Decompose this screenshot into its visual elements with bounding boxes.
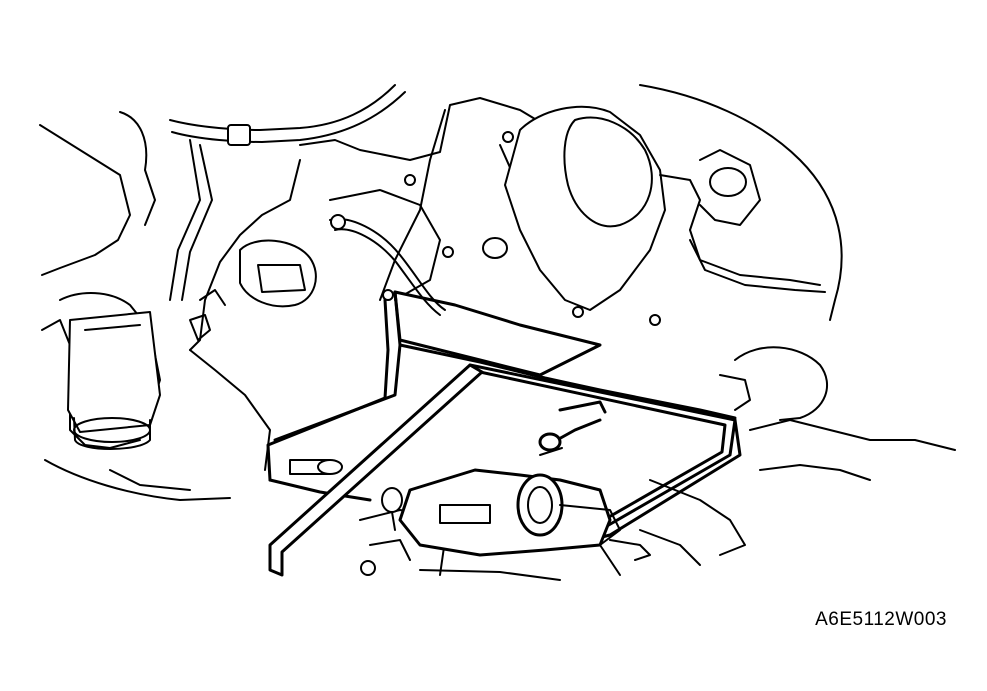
pin-bracket xyxy=(381,468,651,561)
figure-code: A6E5112W003 xyxy=(815,609,947,630)
extension-housing xyxy=(504,105,701,311)
left-mount-bushing xyxy=(67,311,161,450)
adjustment-screw xyxy=(538,400,607,456)
right-frame-outline xyxy=(639,84,843,321)
brake-lines-left xyxy=(169,84,406,301)
support-arm xyxy=(268,363,484,577)
right-lower-assembly xyxy=(639,346,956,566)
brake-line-center xyxy=(329,214,446,316)
left-hardware xyxy=(189,239,317,341)
transmission-jack-plate xyxy=(266,290,742,542)
rail-slot xyxy=(289,459,343,475)
left-frame-outline xyxy=(39,111,231,501)
